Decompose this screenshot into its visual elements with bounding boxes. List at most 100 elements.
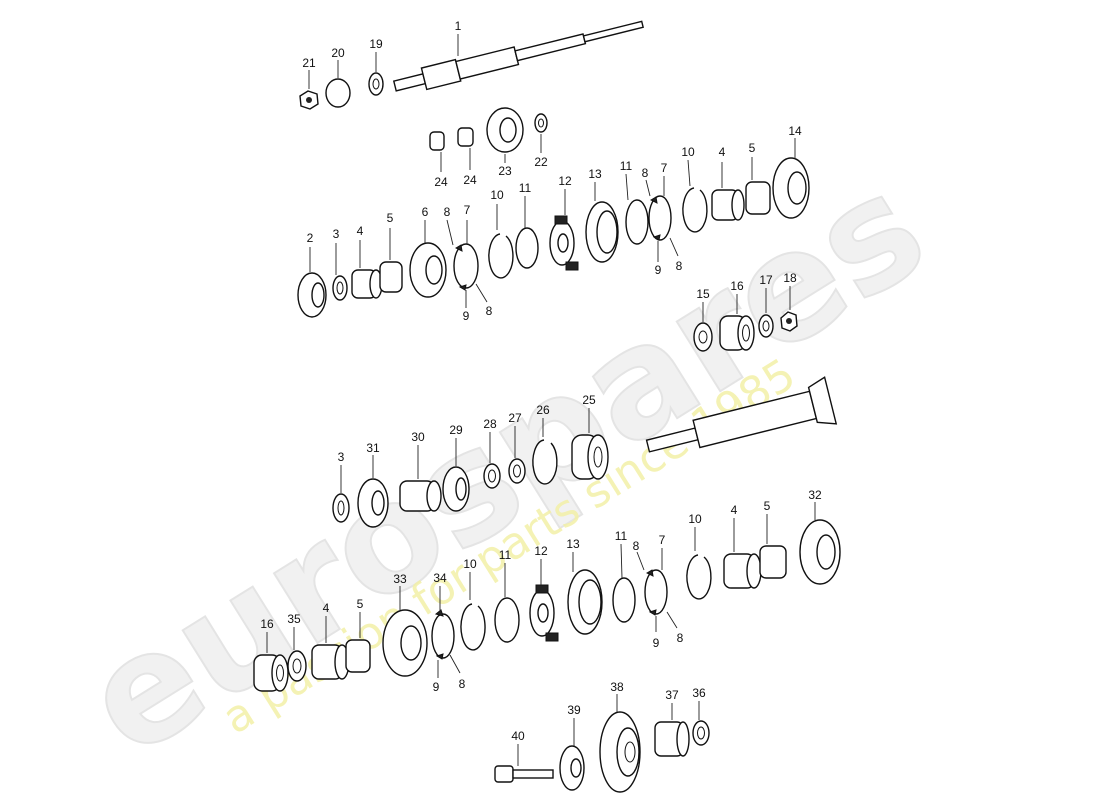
part-17-washer: 17 <box>758 273 774 338</box>
label-17: 17 <box>759 273 773 287</box>
part-13-sleeve-b: 13 <box>566 537 603 635</box>
label-27: 27 <box>508 411 522 425</box>
label-9a: 9 <box>463 309 470 323</box>
part-5-needle-bearing-b: 5 <box>745 141 771 215</box>
label-4c: 4 <box>323 601 330 615</box>
label-16b: 16 <box>260 617 274 631</box>
part-33-gear: 33 <box>382 572 428 677</box>
label-23: 23 <box>498 164 512 178</box>
label-35: 35 <box>287 612 301 626</box>
part-15-washer: 15 <box>693 287 713 352</box>
part-39-gear: 39 <box>559 703 585 791</box>
label-10a: 10 <box>490 188 504 202</box>
part-11-ring-a: 11 <box>515 181 539 269</box>
part-1-input-shaft: 1 <box>392 19 644 92</box>
part-5-needle-bearing-c: 5 <box>345 597 371 673</box>
label-25: 25 <box>582 393 596 407</box>
label-33: 33 <box>393 572 407 586</box>
label-40: 40 <box>511 729 525 743</box>
label-16a: 16 <box>730 279 744 293</box>
label-9d: 9 <box>653 636 660 650</box>
label-10c: 10 <box>463 557 477 571</box>
part-32-gear: 32 <box>799 488 841 585</box>
part-25-ball-bearing: 25 <box>571 393 609 480</box>
label-13b: 13 <box>566 537 580 551</box>
label-7a: 7 <box>464 203 471 217</box>
label-4a: 4 <box>357 224 364 238</box>
part-10-snap-ring-c: 10 <box>460 557 486 651</box>
label-21: 21 <box>302 56 316 70</box>
label-6a: 6 <box>422 205 429 219</box>
part-4-bushing-b: 4 <box>711 145 745 221</box>
part-18-nut: 18 <box>780 271 798 332</box>
label-28: 28 <box>483 417 497 431</box>
label-8f: 8 <box>633 539 640 553</box>
label-8e: 8 <box>459 677 466 691</box>
part-8-7-synchro-ring-b: 8 7 9 8 <box>642 161 683 277</box>
part-11-ring-c: 11 <box>494 548 520 643</box>
label-37: 37 <box>665 688 679 702</box>
label-11b: 11 <box>620 159 633 173</box>
part-37-hub: 37 <box>654 688 690 757</box>
label-15: 15 <box>696 287 710 301</box>
part-8-7-synchro-ring-c: 8 7 9 8 <box>633 533 684 650</box>
part-21-nut: 21 <box>299 56 319 110</box>
part-24-needle-bearing-a: 24 <box>429 131 448 189</box>
part-10-snap-ring-d: 10 <box>686 512 712 600</box>
part-31-gear: 31 <box>357 441 389 528</box>
label-7b: 7 <box>661 161 668 175</box>
label-19: 19 <box>369 37 383 51</box>
label-11c: 11 <box>499 548 512 562</box>
part-11-ring-b: 11 <box>620 159 649 245</box>
part-12-synchro-hub-b: 12 <box>529 544 559 642</box>
label-29: 29 <box>449 423 463 437</box>
label-10d: 10 <box>688 512 702 526</box>
part-34-synchro-ring: 34 9 8 <box>431 571 466 694</box>
label-26: 26 <box>536 403 550 417</box>
label-12b: 12 <box>534 544 548 558</box>
part-24-needle-bearing-b: 24 <box>457 127 477 187</box>
part-3-washer: 3 <box>332 227 348 301</box>
label-8a: 8 <box>444 205 451 219</box>
label-24a: 24 <box>434 175 448 189</box>
label-14: 14 <box>788 124 802 138</box>
label-36: 36 <box>692 686 706 700</box>
label-4d: 4 <box>731 503 738 517</box>
part-26-snap-ring: 26 <box>532 403 558 485</box>
part-11-ring-d: 11 <box>612 529 636 623</box>
part-5-needle-bearing: 5 <box>379 211 403 293</box>
part-20-small-gear: 20 <box>325 46 351 108</box>
label-18: 18 <box>783 271 797 285</box>
label-34: 34 <box>433 571 447 585</box>
label-10b: 10 <box>681 145 695 159</box>
label-13a: 13 <box>588 167 602 181</box>
label-8b: 8 <box>486 304 493 318</box>
label-5b: 5 <box>749 141 756 155</box>
label-20: 20 <box>331 46 345 60</box>
part-13-sleeve: 13 <box>585 167 619 263</box>
part-10-snap-ring-b: 10 <box>681 145 708 233</box>
label-2: 2 <box>307 231 314 245</box>
label-12a: 12 <box>558 174 572 188</box>
part-38-gear: 38 <box>599 680 641 793</box>
label-3b: 3 <box>338 450 345 464</box>
label-4b: 4 <box>719 145 726 159</box>
part-5-needle-bearing-d: 5 <box>759 499 787 579</box>
part-2-gear: 2 <box>297 231 327 318</box>
label-11d: 11 <box>615 529 628 543</box>
label-8d: 8 <box>676 259 683 273</box>
part-19-washer: 19 <box>368 37 384 96</box>
part-30-sleeve: 30 <box>399 430 442 512</box>
part-28-washer: 28 <box>483 417 501 489</box>
part-6-gear: 6 <box>409 205 447 298</box>
label-38: 38 <box>610 680 624 694</box>
label-9c: 9 <box>433 680 440 694</box>
part-16-ball-bearing: 16 <box>719 279 755 351</box>
part-4-bushing-d: 4 <box>723 503 762 589</box>
part-40-bolt: 40 <box>494 729 554 783</box>
label-31: 31 <box>366 441 380 455</box>
label-24b: 24 <box>463 173 477 187</box>
label-8g: 8 <box>677 631 684 645</box>
label-39: 39 <box>567 703 581 717</box>
